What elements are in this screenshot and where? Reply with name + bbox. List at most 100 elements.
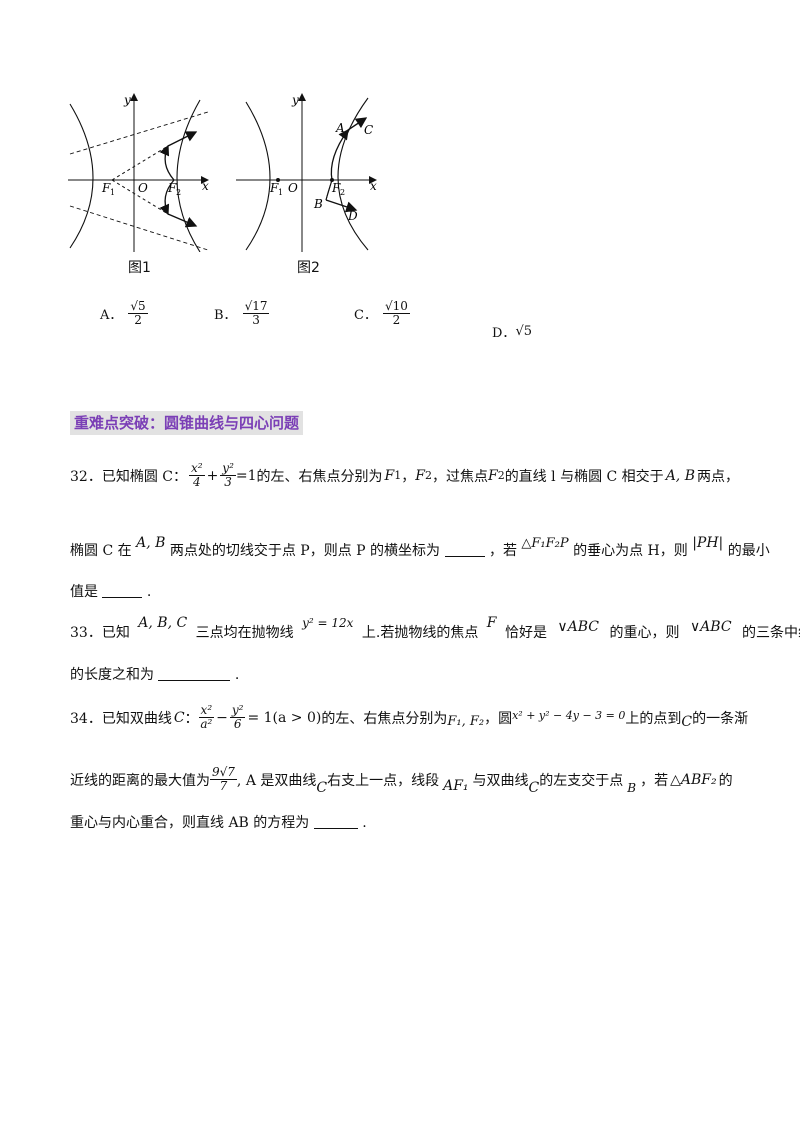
triangle-abf2: △ABF₂ (670, 771, 717, 788)
option-letter: D． (492, 326, 516, 341)
focus-1-label: F (101, 181, 111, 195)
answer-blank (313, 814, 358, 829)
fraction: x² 4 (188, 461, 205, 490)
fraction-numerator: x² (188, 461, 205, 477)
colon: ： (184, 710, 199, 727)
fraction-numerator: x² (198, 703, 215, 719)
fraction-denominator: 3 (224, 475, 232, 490)
text: 34．已知双曲线 (70, 710, 172, 727)
circle-equation: x² + y² − 4y − 3 = 0 (512, 709, 626, 723)
text: 的左、右焦点分别为 (256, 468, 383, 485)
triangle-abc: ∨ABC (557, 619, 600, 635)
equals-one: =1 (235, 467, 257, 484)
points-ab: A, B (665, 467, 695, 484)
curve-c: C (316, 779, 328, 796)
text: ，过焦点 (431, 468, 488, 485)
text: 32．已知椭圆 C： (70, 468, 187, 485)
problem-34-line-1: 34．已知双曲线 C ： x² a² − y² 6 = 1(a > 0) 的左、… (70, 703, 749, 732)
answer-blank (158, 666, 231, 681)
option-letter: C． (354, 308, 377, 324)
figure-2-hyperbola: y x O F 1 F 2 A C B D (236, 93, 377, 252)
text: 椭圆 C 在 (70, 543, 132, 559)
x-axis-label: x (370, 179, 377, 193)
points-ab: A, B (136, 535, 166, 551)
text: ，若 (488, 543, 517, 559)
text: 的垂心为点 H，则 (573, 543, 688, 559)
subscript: 2 (424, 469, 432, 483)
subscript: 2 (497, 469, 505, 483)
text: , A 是双曲线 (236, 772, 317, 789)
text: 右支上一点，线段 (327, 772, 440, 789)
text: . (234, 667, 240, 683)
origin-label: O (138, 181, 148, 195)
focus-f1: F (384, 467, 395, 484)
y-axis-label: y (291, 93, 299, 107)
points-abc: A, B, C (138, 615, 188, 631)
option-fraction: √10 2 (382, 299, 410, 327)
point-c-label: C (364, 123, 373, 137)
text: 33．已知 (70, 625, 130, 641)
figure-1-hyperbola: y x O F 1 F 2 (68, 93, 209, 252)
fraction-denominator: 6 (233, 717, 242, 732)
fraction-denominator: 3 (252, 313, 260, 328)
text: 重心与内心重合，则直线 AB 的方程为 (70, 815, 310, 831)
problem-33-line-1: 33．已知 A, B, C 三点均在抛物线 y² = 12x 上.若抛物线的焦点… (70, 615, 800, 642)
text: 上.若抛物线的焦点 (361, 625, 479, 641)
fraction: x² a² (198, 703, 215, 731)
section-heading: 重难点突破：圆锥曲线与四心问题 (70, 411, 304, 435)
y-axis-label: y (123, 93, 131, 107)
option-c: C． √10 2 (354, 299, 410, 327)
text: ，圆 (484, 710, 513, 727)
text: 两点处的切线交于点 P，则点 P 的横坐标为 (169, 543, 441, 559)
text: 值是 (70, 584, 98, 600)
foci-f1f2: F₁, F₂ (447, 714, 485, 730)
problem-32-line-3: 值是 . (70, 581, 151, 601)
option-fraction: √17 3 (242, 299, 270, 328)
figure-1-caption: 图1 (128, 260, 151, 276)
point-a-label: A (335, 121, 345, 135)
fraction-denominator: 2 (134, 313, 142, 328)
fraction: y² 6 (229, 703, 246, 732)
focus-f: F (486, 615, 497, 631)
focus-1-label: F (269, 181, 279, 195)
fraction-numerator: y² (220, 461, 236, 477)
parabola-equation: y² = 12x (302, 616, 354, 630)
focus-2-subscript: 2 (176, 188, 181, 197)
abs-ph: |PH| (692, 535, 724, 551)
x-axis-label: x (202, 179, 209, 193)
option-value: √5 (515, 324, 532, 339)
text: 的直线 l 与椭圆 C 相交于 (504, 468, 664, 485)
subscript: 1 (394, 469, 402, 483)
fraction-denominator: 4 (192, 475, 201, 490)
separator: ， (401, 468, 416, 485)
figure-2-caption: 图2 (297, 260, 320, 276)
curve-c: C (528, 779, 540, 796)
text: 的重心，则 (609, 625, 680, 641)
text: 近线的距离的最大值为 (70, 772, 210, 789)
text: 三点均在抛物线 (195, 625, 294, 641)
option-b: B． √17 3 (214, 299, 270, 328)
minus-sign: − (216, 709, 228, 726)
segment-af1: AF₁ (443, 777, 469, 794)
text: 的三条中线 (742, 625, 800, 641)
fraction-numerator: y² (229, 703, 246, 719)
text: 的一条渐 (692, 710, 749, 727)
origin-label: O (288, 181, 298, 195)
triangle-abc: ∨ABC (689, 619, 732, 635)
triangle-f1f2p: △F₁F₂P (521, 536, 569, 551)
curve-c: C (681, 713, 693, 730)
text: 恰好是 (504, 625, 547, 641)
option-a: A． √5 2 (100, 299, 148, 328)
text: ，若 (640, 772, 669, 789)
text: 与双曲线 (472, 772, 529, 789)
problem-33-line-2: 的长度之和为 . (70, 664, 239, 684)
problem-34-line-3: 重心与内心重合，则直线 AB 的方程为 . (70, 812, 367, 832)
focus-2-subscript: 2 (340, 188, 345, 197)
focus-2-label: F (167, 181, 177, 195)
focus-2-label: F (331, 181, 341, 195)
fraction: y² 3 (220, 461, 236, 490)
text: . (146, 584, 152, 600)
text: 两点， (697, 468, 739, 485)
focus-f2: F (487, 467, 498, 484)
